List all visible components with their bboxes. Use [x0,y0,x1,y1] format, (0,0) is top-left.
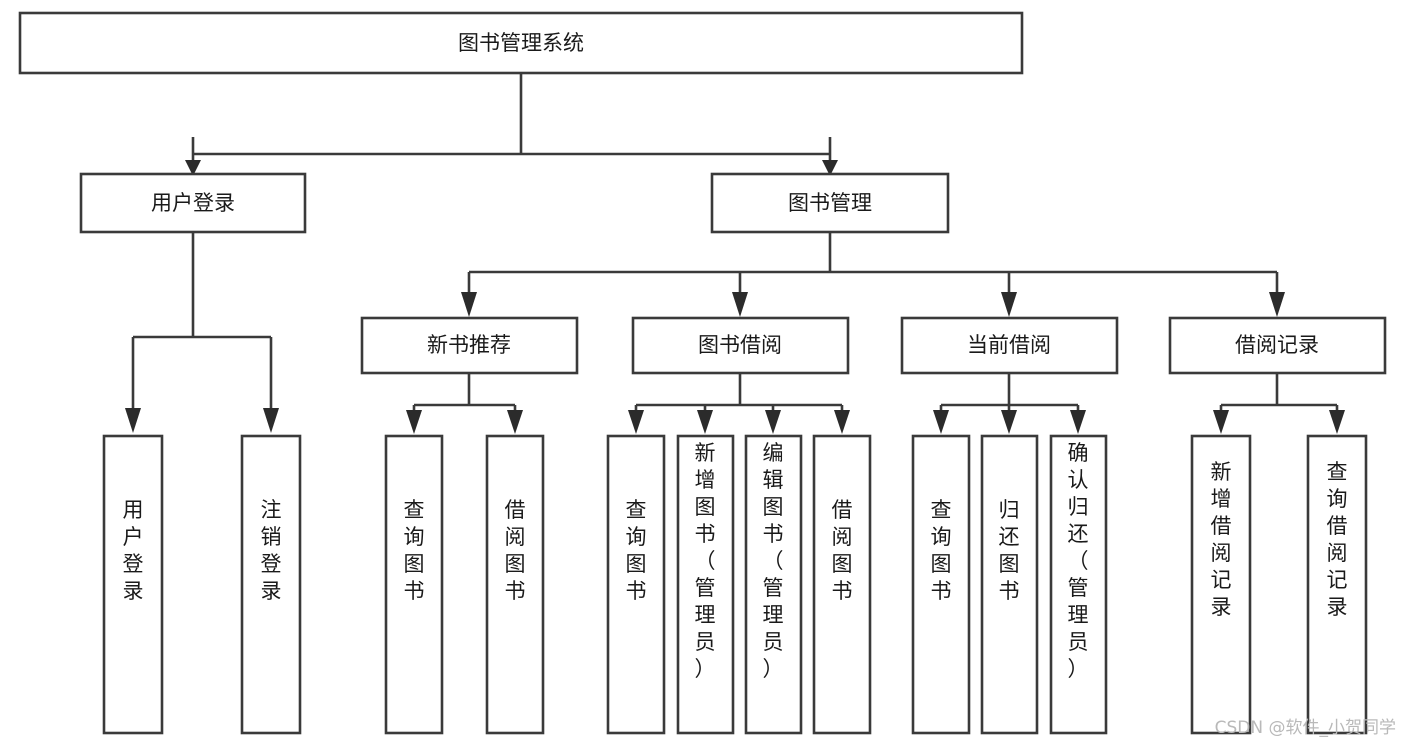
node-leaf-borrow-book-recommend[interactable]: 借阅图书 [485,434,545,735]
node-label: 新增图书（管理员） [695,441,716,681]
node-label: 归还图书 [999,498,1020,603]
node-label: 查询图书 [404,498,425,603]
node-leaf-return-book[interactable]: 归还图书 [980,434,1039,735]
node-box [606,434,666,735]
connector-root-to-level1 [185,73,838,176]
node-leaf-confirm-return-admin[interactable]: 确认归还（管理员） [1049,434,1108,735]
arrow-head-icon [125,408,141,433]
node-label: 编辑图书（管理员） [763,441,784,681]
connector-current-borrow-to-leaves [933,373,1086,434]
node-label: 新书推荐 [427,333,511,357]
connector-user-login-to-leaves [125,232,279,433]
node-book-borrow[interactable]: 图书借阅 [631,316,850,375]
arrow-head-icon [1213,410,1229,434]
arrow-head-icon [732,292,748,317]
arrow-head-icon [406,410,422,434]
node-leaf-query-book-current[interactable]: 查询图书 [911,434,971,735]
node-label: 查询图书 [931,498,952,603]
node-label: 用户登录 [151,191,235,215]
arrow-head-icon [1001,410,1017,434]
node-leaf-query-borrow-record[interactable]: 查询借阅记录 [1306,434,1368,735]
arrow-head-icon [697,410,713,434]
node-box [360,316,579,375]
connector-new-book-to-leaves [406,373,523,434]
node-box [980,434,1039,735]
connector-book-borrow-to-leaves [628,373,850,434]
node-box [1049,434,1108,735]
node-box [911,434,971,735]
node-box [1306,434,1368,735]
node-box [384,434,444,735]
node-root-book-system[interactable]: 图书管理系统 [18,11,1024,75]
node-label: 查询图书 [626,498,647,603]
node-leaf-borrow-book[interactable]: 借阅图书 [812,434,872,735]
arrow-head-icon [185,160,201,176]
connector-book-manage-to-level2 [461,232,1285,317]
node-leaf-query-book-borrow[interactable]: 查询图书 [606,434,666,735]
node-new-book-recommend[interactable]: 新书推荐 [360,316,579,375]
node-leaf-add-borrow-record[interactable]: 新增借阅记录 [1190,434,1252,735]
node-label: 借阅图书 [832,498,853,603]
node-label: 新增借阅记录 [1211,460,1232,619]
arrow-head-icon [1001,292,1017,317]
connector-borrow-record-to-leaves [1213,373,1345,434]
arrow-head-icon [507,410,523,434]
watermark-label: CSDN @软件_小贺同学 [1215,718,1396,738]
arrow-head-icon [1329,410,1345,434]
node-box [79,172,307,234]
node-box [1190,434,1252,735]
node-label: 用户登录 [123,498,144,603]
node-box [240,434,302,735]
node-label: 确认归还（管理员） [1068,441,1089,681]
node-label: 图书借阅 [698,333,782,357]
node-box [485,434,545,735]
node-label: 借阅记录 [1235,333,1319,357]
node-label: 图书管理系统 [458,31,584,55]
node-leaf-add-book-admin[interactable]: 新增图书（管理员） [676,434,735,735]
node-label: 注销登录 [261,498,282,603]
arrow-head-icon [263,408,279,433]
node-leaf-user-login[interactable]: 用户登录 [102,434,164,735]
node-label: 借阅图书 [505,498,526,603]
node-box [102,434,164,735]
node-box [900,316,1119,375]
node-leaf-logout[interactable]: 注销登录 [240,434,302,735]
node-borrow-record[interactable]: 借阅记录 [1168,316,1387,375]
node-box [744,434,803,735]
arrow-head-icon [1269,292,1285,317]
node-label: 查询借阅记录 [1327,460,1348,619]
node-book-manage[interactable]: 图书管理 [710,172,950,234]
arrow-head-icon [765,410,781,434]
arrow-head-icon [834,410,850,434]
arrow-head-icon [933,410,949,434]
node-leaf-edit-book-admin[interactable]: 编辑图书（管理员） [744,434,803,735]
node-current-borrow[interactable]: 当前借阅 [900,316,1119,375]
arrow-head-icon [461,292,477,317]
node-box [1168,316,1387,375]
node-label: 当前借阅 [967,333,1051,357]
node-leaf-query-book-recommend[interactable]: 查询图书 [384,434,444,735]
node-user-login[interactable]: 用户登录 [79,172,307,234]
arrow-head-icon [822,160,838,176]
node-label: 图书管理 [788,191,872,215]
node-box [676,434,735,735]
node-box [812,434,872,735]
node-box [631,316,850,375]
arrow-head-icon [628,410,644,434]
node-box [710,172,950,234]
arrow-head-icon [1070,410,1086,434]
node-box [18,11,1024,75]
